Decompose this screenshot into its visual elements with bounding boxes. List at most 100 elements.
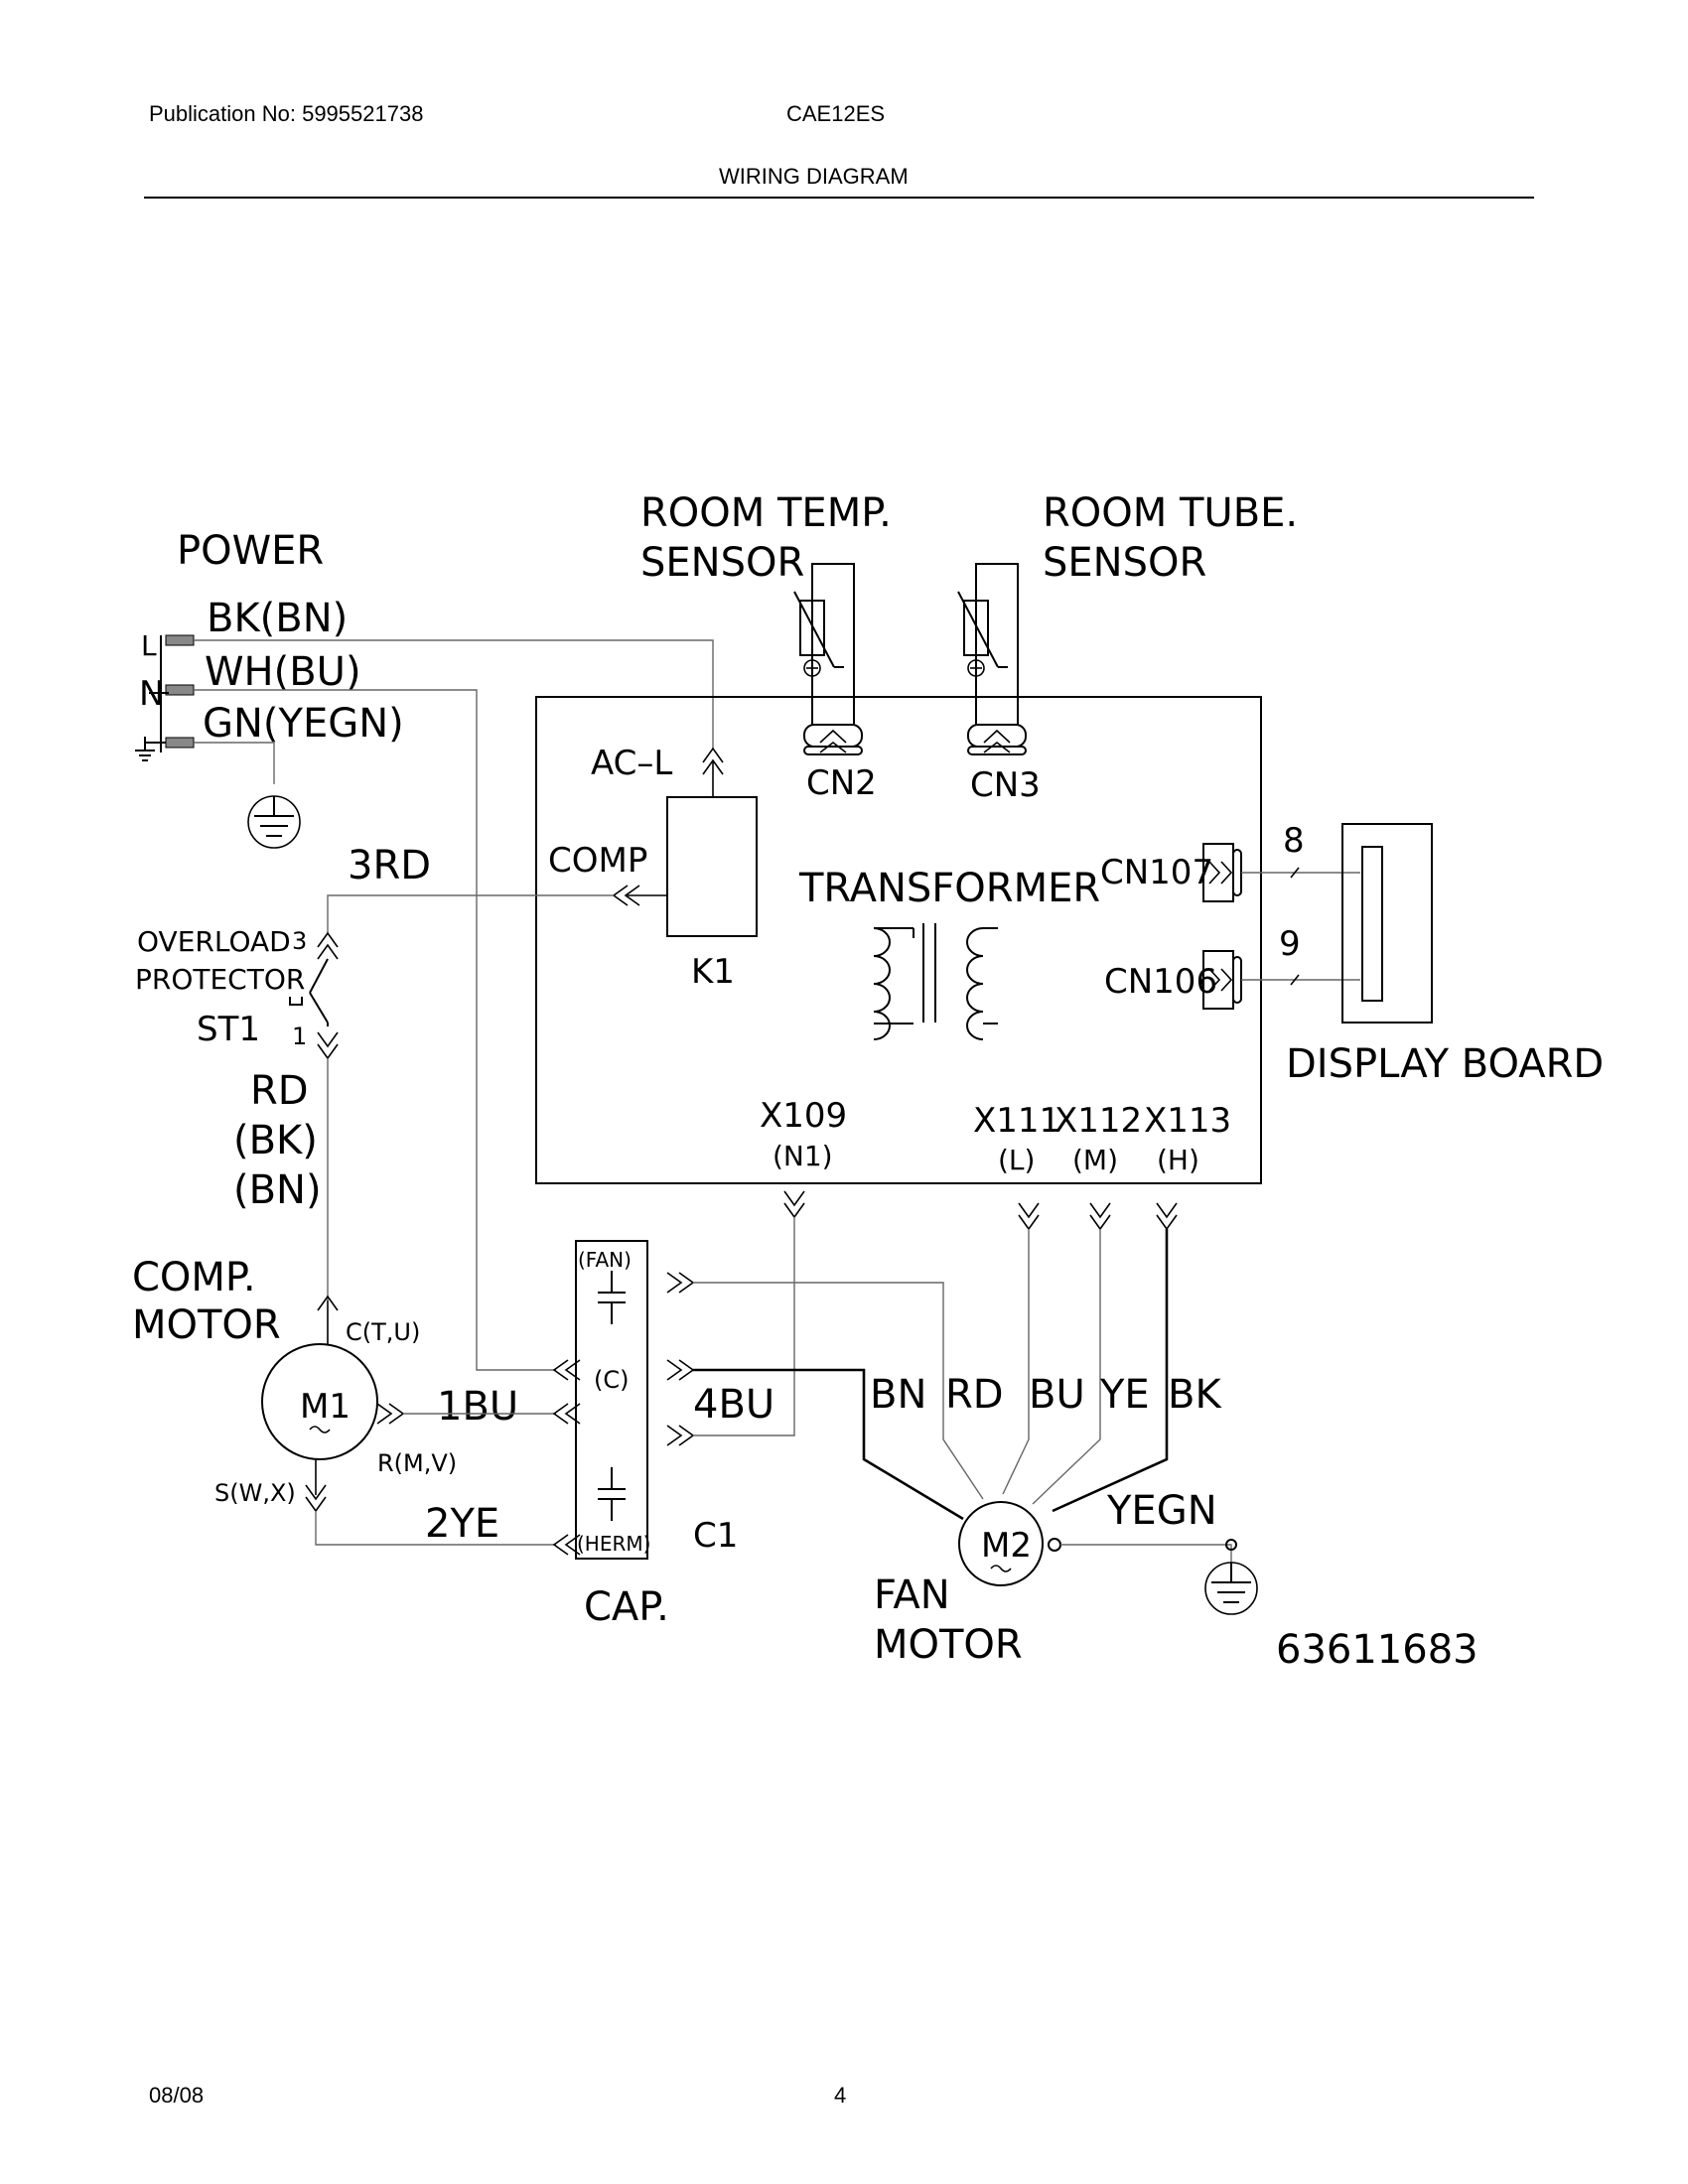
x111-sub-label: (L) xyxy=(998,1144,1035,1176)
cap-herm-capacitor-icon xyxy=(598,1467,626,1521)
acl-terminal-arrow-icon xyxy=(702,747,724,797)
comp-motor-label-1: COMP. xyxy=(132,1255,256,1300)
m1-c-terminal-label: C(T,U) xyxy=(346,1318,420,1346)
st1-label: ST1 xyxy=(197,1010,260,1049)
m1-r-terminal-label: R(M,V) xyxy=(377,1449,457,1477)
fan-earth-ground-icon xyxy=(1204,1539,1258,1615)
wire-neutral-label: WH(BU) xyxy=(205,649,361,695)
x113-sub-label: (H) xyxy=(1157,1144,1199,1176)
m2-label: M2 xyxy=(981,1526,1032,1566)
ground-wire xyxy=(194,742,275,784)
transformer-icon xyxy=(873,923,998,1040)
overload-pin-1-label: 1 xyxy=(292,1023,307,1050)
rd-label: RD xyxy=(250,1068,309,1114)
cap-label: CAP. xyxy=(584,1584,669,1630)
comp-label: COMP xyxy=(548,841,647,881)
room-temp-sensor-label-2: SENSOR xyxy=(640,540,804,586)
wire-4bu-label: 4BU xyxy=(693,1382,774,1428)
fan-wire-rd xyxy=(693,1282,984,1500)
display-board-connector xyxy=(1361,846,1383,1002)
m1-s-terminal-label: S(W,X) xyxy=(214,1479,296,1507)
fan-wire-rd-label: RD xyxy=(945,1372,1004,1418)
acl-label: AC–L xyxy=(591,744,672,783)
overload-pin-3-label: 3 xyxy=(292,927,307,955)
cn107-label: CN107 xyxy=(1100,853,1213,892)
terminal-ground-icon xyxy=(135,737,166,761)
page-number: 4 xyxy=(834,2083,847,2108)
fan-wire-ye xyxy=(1032,1229,1101,1505)
wire-ground-label: GN(YEGN) xyxy=(203,701,404,747)
terminal-l-label: L xyxy=(141,629,157,662)
capacitor-c1 xyxy=(575,1240,648,1560)
x109-label: X109 xyxy=(760,1096,847,1136)
model-number: CAE12ES xyxy=(786,101,886,126)
cn3-label: CN3 xyxy=(970,765,1041,805)
fan-wire-ye-label: YE xyxy=(1099,1372,1150,1418)
wire-2ye-label: 2YE xyxy=(425,1501,499,1547)
page-title: WIRING DIAGRAM xyxy=(719,164,909,189)
wire-2ye xyxy=(315,1511,556,1546)
fan-motor-label-1: FAN xyxy=(874,1572,950,1618)
bk-label: (BK) xyxy=(233,1118,318,1163)
transformer-label: TRANSFORMER xyxy=(798,866,1100,911)
cap-c-label: (C) xyxy=(594,1366,629,1394)
wire-line-label: BK(BN) xyxy=(207,596,348,641)
comp-terminal-arrow-icon xyxy=(612,885,667,906)
publication-number: Publication No: 5995521738 xyxy=(149,101,424,126)
room-temp-thermistor-icon xyxy=(793,563,855,725)
overload-label-1: OVERLOAD xyxy=(137,925,291,958)
fan-motor-label-2: MOTOR xyxy=(874,1622,1023,1668)
header-rule xyxy=(144,197,1534,199)
x112-sub-label: (M) xyxy=(1072,1144,1118,1176)
m1-label: M1 xyxy=(300,1387,351,1427)
cn2-label: CN2 xyxy=(806,763,877,803)
room-tube-thermistor-icon xyxy=(957,563,1019,725)
output-terminal-arrows xyxy=(783,1190,1178,1231)
overload-label-2: PROTECTOR xyxy=(135,963,305,996)
fan-wire-bu xyxy=(1002,1229,1030,1495)
fan-wire-yegn-label: YEGN xyxy=(1106,1488,1217,1534)
cap-left-terminal-arrows xyxy=(552,1359,581,1556)
control-board xyxy=(535,696,1262,1184)
earth-ground-icon xyxy=(247,795,301,849)
pin-8-label: 8 xyxy=(1283,821,1305,861)
cn3-connector-icon xyxy=(967,724,1027,755)
cap-fan-label: (FAN) xyxy=(578,1248,632,1272)
wire-4bu xyxy=(693,1217,795,1436)
cap-fan-capacitor-icon xyxy=(598,1271,626,1324)
display-board xyxy=(1341,823,1433,1024)
pin-9-label: 9 xyxy=(1279,924,1301,964)
x113-label: X113 xyxy=(1144,1101,1231,1141)
c1-label: C1 xyxy=(693,1516,738,1556)
k1-label: K1 xyxy=(691,952,735,992)
x112-label: X112 xyxy=(1055,1101,1142,1141)
cn2-connector-icon xyxy=(803,724,863,755)
cap-herm-label: (HERM) xyxy=(577,1532,650,1556)
bn-label: (BN) xyxy=(233,1167,322,1213)
fan-wire-bk xyxy=(1052,1229,1169,1513)
fan-wire-bn-label: BN xyxy=(870,1372,926,1418)
wire-1bu-label: 1BU xyxy=(437,1384,518,1430)
line-wire xyxy=(194,639,714,750)
wire-3rd-label: 3RD xyxy=(348,843,431,888)
x109-sub-label: (N1) xyxy=(773,1140,833,1172)
comp-wire-3rd xyxy=(327,894,614,933)
comp-motor-label-2: MOTOR xyxy=(132,1302,281,1348)
fan-wire-bn xyxy=(693,1368,964,1521)
cap-right-terminal-arrows xyxy=(666,1272,695,1446)
display-board-label: DISPLAY BOARD xyxy=(1286,1041,1604,1087)
fan-wire-bk-label: BK xyxy=(1168,1372,1222,1418)
room-temp-sensor-label-1: ROOM TEMP. xyxy=(640,490,892,536)
fan-wire-bu-label: BU xyxy=(1029,1372,1085,1418)
footer-date: 08/08 xyxy=(149,2083,205,2108)
room-tube-sensor-label-1: ROOM TUBE. xyxy=(1043,490,1298,536)
cn106-label: CN106 xyxy=(1104,962,1217,1002)
fan-ground-wire xyxy=(1060,1544,1232,1564)
power-label: POWER xyxy=(177,528,324,574)
x111-label: X111 xyxy=(973,1101,1060,1141)
part-number: 63611683 xyxy=(1276,1627,1478,1673)
k1-relay xyxy=(666,796,758,937)
neutral-wire xyxy=(194,689,556,1371)
room-tube-sensor-label-2: SENSOR xyxy=(1043,540,1206,586)
